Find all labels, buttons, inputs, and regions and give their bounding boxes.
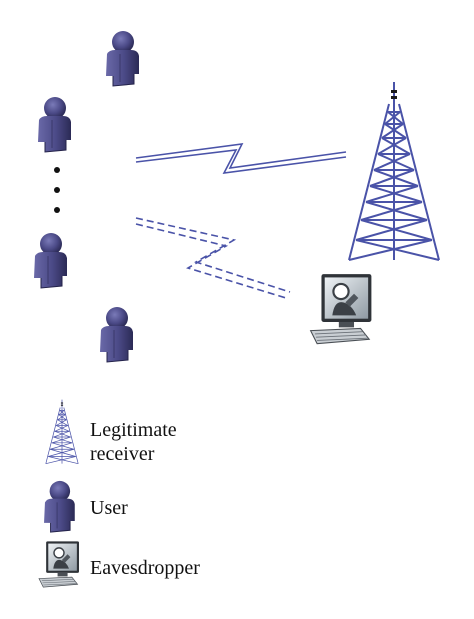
eavesdropping-link-icon bbox=[135, 217, 291, 299]
user-figure-icon bbox=[33, 232, 68, 289]
legitimate-link-icon bbox=[135, 143, 347, 174]
legend-receiver-label-line1: Legitimate bbox=[90, 419, 177, 441]
legend-user-label: User bbox=[90, 497, 128, 519]
user-figure-icon bbox=[99, 306, 134, 363]
legend-computer-icon bbox=[38, 540, 80, 588]
legend-tower-icon bbox=[45, 399, 79, 465]
legend-eavesdropper-label: Eavesdropper bbox=[90, 557, 200, 579]
computer-terminal-icon bbox=[309, 273, 373, 345]
transmission-tower-icon bbox=[348, 82, 440, 261]
user-figure-icon bbox=[37, 96, 72, 153]
legend-receiver-label: Legitimate receiver bbox=[90, 418, 177, 466]
ellipsis-dots-icon bbox=[54, 167, 60, 213]
legend-user-icon bbox=[43, 480, 76, 533]
legend-receiver-label-line2: receiver bbox=[90, 443, 155, 465]
user-figure-icon bbox=[105, 30, 140, 87]
